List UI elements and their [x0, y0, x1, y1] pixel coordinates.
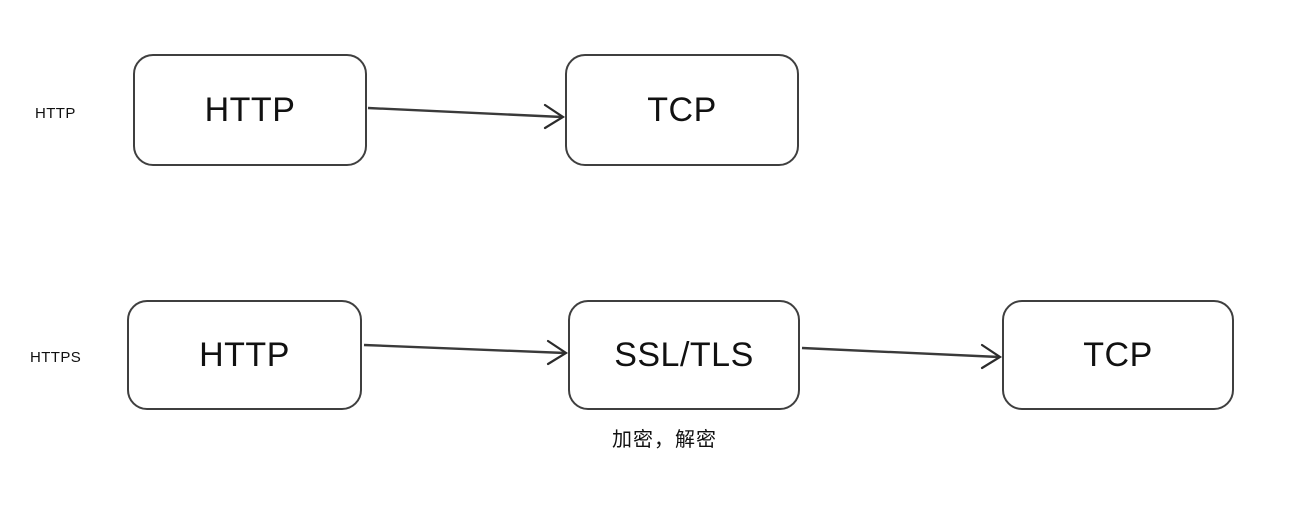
arrow-http-to-tcp — [367, 103, 566, 130]
row-label-http: HTTP — [35, 105, 76, 122]
node-http-row2[interactable]: HTTP — [127, 300, 362, 410]
arrow-ssl-to-tcp — [801, 343, 1003, 370]
node-ssl-tls-row2[interactable]: SSL/TLS — [568, 300, 800, 410]
caption-encrypt-decrypt: 加密，解密 — [612, 429, 717, 451]
node-tcp-row1[interactable]: TCP — [565, 54, 799, 166]
node-http-row1[interactable]: HTTP — [133, 54, 367, 166]
arrow-http-to-ssl — [363, 339, 569, 366]
row-label-https: HTTPS — [30, 349, 82, 366]
node-tcp-row2[interactable]: TCP — [1002, 300, 1234, 410]
